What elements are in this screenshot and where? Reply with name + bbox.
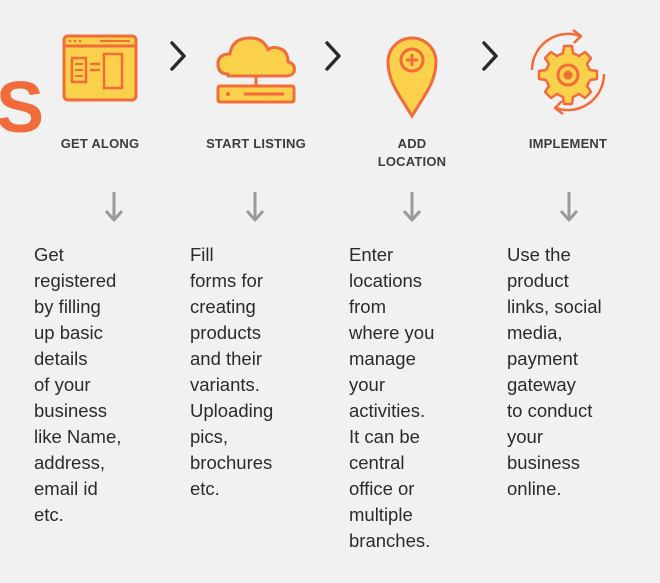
description-line: links, social xyxy=(507,296,602,317)
chevron-right-icon xyxy=(482,41,498,71)
description-line: address, xyxy=(34,452,105,473)
chevron-right-icon xyxy=(325,41,341,71)
gear-cycle-icon xyxy=(530,29,606,115)
description-line: Use the xyxy=(507,244,571,265)
description-line: etc. xyxy=(34,504,64,525)
description-line: creating xyxy=(190,296,256,317)
description-line: payment xyxy=(507,348,578,369)
down-arrow-icon xyxy=(245,192,265,222)
step-title: IMPLEMENT xyxy=(528,136,608,151)
description-line: registered xyxy=(34,270,117,291)
location-pin-icon xyxy=(386,36,438,119)
description-line: where you xyxy=(349,322,435,343)
description-line: pics, xyxy=(190,426,229,447)
description-line: gateway xyxy=(507,374,576,395)
cloud-server-icon xyxy=(216,36,296,104)
description-line: Uploading xyxy=(190,400,274,421)
description-line: variants. xyxy=(190,374,260,395)
description-line: media, xyxy=(507,322,563,343)
description-line: products xyxy=(190,322,261,343)
description-line: to conduct xyxy=(507,400,593,421)
description-line: business xyxy=(507,452,581,473)
down-arrow-icon xyxy=(402,192,422,222)
step-description: Get registered by filling up basic detai… xyxy=(34,242,121,528)
description-line: Fill xyxy=(190,244,214,265)
description-line: Get xyxy=(34,244,64,265)
description-line: up basic xyxy=(34,322,103,343)
partial-heading-letter: S xyxy=(0,68,45,148)
description-line: and their xyxy=(190,348,262,369)
down-arrow-icon xyxy=(104,192,124,222)
step-description: Use the product links, social media, pay… xyxy=(507,242,602,502)
step-title: ADD LOCATION xyxy=(377,136,447,169)
description-line: Enter xyxy=(349,244,394,265)
step-title: GET ALONG xyxy=(60,136,140,151)
description-line: your xyxy=(349,374,385,395)
description-line: locations xyxy=(349,270,423,291)
chevron-right-icon xyxy=(170,41,186,71)
description-line: activities. xyxy=(349,400,426,421)
step-title: START LISTING xyxy=(206,136,306,151)
description-line: product xyxy=(507,270,569,291)
description-line: forms for xyxy=(190,270,263,291)
description-line: email id xyxy=(34,478,98,499)
step-description: Enter locations from where you manage yo… xyxy=(349,242,434,554)
description-line: from xyxy=(349,296,386,317)
description-line: brochures xyxy=(190,452,273,473)
description-line: office or xyxy=(349,478,415,499)
description-line: like Name, xyxy=(34,426,122,447)
step-description: Fill forms for creating products and the… xyxy=(190,242,273,502)
description-line: branches. xyxy=(349,530,431,551)
description-line: of your xyxy=(34,374,91,395)
description-line: central xyxy=(349,452,405,473)
description-line: online. xyxy=(507,478,562,499)
description-line: by filling xyxy=(34,296,101,317)
description-line: details xyxy=(34,348,88,369)
description-line: your xyxy=(507,426,543,447)
description-line: etc. xyxy=(190,478,220,499)
description-line: It can be xyxy=(349,426,420,447)
browser-window-icon xyxy=(62,34,138,102)
down-arrow-icon xyxy=(559,192,579,222)
description-line: business xyxy=(34,400,108,421)
description-line: multiple xyxy=(349,504,413,525)
description-line: manage xyxy=(349,348,416,369)
